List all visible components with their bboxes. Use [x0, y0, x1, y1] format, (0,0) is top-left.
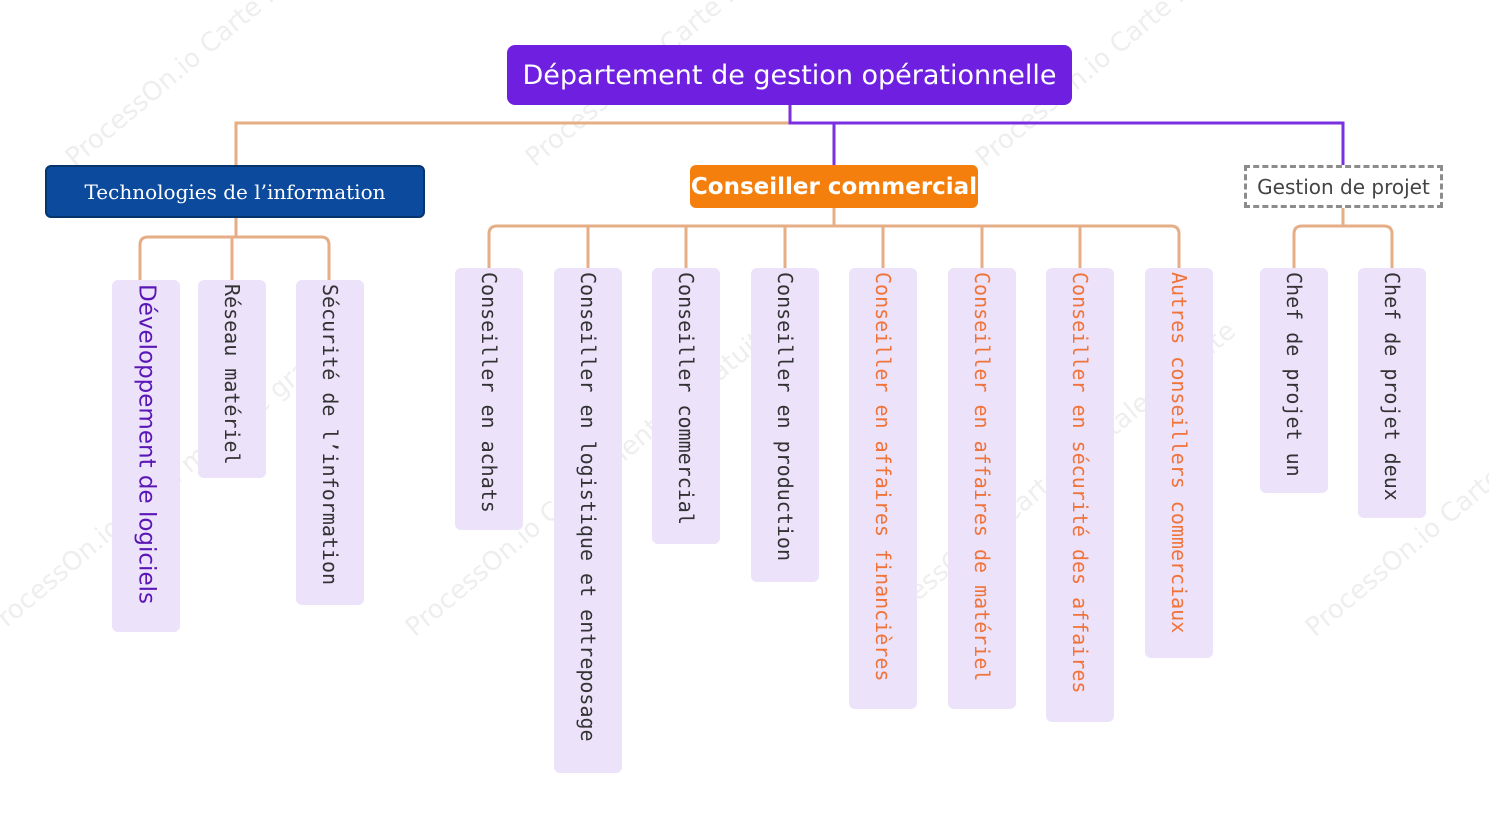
leaf-label: Chef de projet un [1282, 272, 1306, 477]
connector-root-to-it [234, 105, 792, 165]
leaf-label: Réseau matériel [220, 284, 244, 465]
leaf-developpement-logiciels[interactable]: Développement de logiciels [112, 280, 180, 632]
leaf-conseiller-affaires-financieres[interactable]: Conseiller en affaires financières [849, 268, 917, 709]
branch-it-label: Technologies de l’information [84, 179, 386, 204]
leaf-conseiller-affaires-materiel[interactable]: Conseiller en affaires de matériel [948, 268, 1016, 709]
leaf-label: Conseiller en sécurité des affaires [1068, 272, 1092, 694]
leaf-securite-information[interactable]: Sécurité de l’information [296, 280, 364, 605]
leaf-conseiller-logistique[interactable]: Conseiller en logistique et entreposage [554, 268, 622, 773]
leaf-label: Conseiller en affaires de matériel [970, 272, 994, 682]
connector-root-to-gp [788, 105, 1345, 165]
leaf-autres-conseillers[interactable]: Autres conseillers commerciaux [1145, 268, 1213, 658]
root-node[interactable]: Département de gestion opérationnelle [507, 45, 1072, 105]
connector-root-to-cc [788, 105, 836, 165]
leaf-conseiller-commercial[interactable]: Conseiller commercial [652, 268, 720, 544]
connector-cc-children [487, 208, 1181, 268]
branch-conseiller-commercial[interactable]: Conseiller commercial [690, 165, 978, 208]
root-label: Département de gestion opérationnelle [522, 59, 1057, 91]
connector-it-children [138, 218, 331, 280]
leaf-label: Conseiller en production [773, 272, 797, 561]
leaf-label: Conseiller en logistique et entreposage [576, 272, 600, 742]
leaf-label: Autres conseillers commerciaux [1167, 272, 1191, 634]
branch-gp-label: Gestion de projet [1257, 174, 1430, 199]
leaf-label: Développement de logiciels [133, 284, 160, 604]
branch-gestion-de-projet[interactable]: Gestion de projet [1244, 165, 1443, 208]
leaf-conseiller-securite-affaires[interactable]: Conseiller en sécurité des affaires [1046, 268, 1114, 722]
connector-gp-children [1292, 208, 1394, 268]
leaf-label: Conseiller commercial [674, 272, 698, 525]
leaf-label: Sécurité de l’information [318, 284, 342, 586]
leaf-label: Chef de projet deux [1380, 272, 1404, 501]
leaf-conseiller-production[interactable]: Conseiller en production [751, 268, 819, 582]
leaf-chef-projet-un[interactable]: Chef de projet un [1260, 268, 1328, 493]
branch-cc-label: Conseiller commercial [690, 173, 978, 200]
leaf-label: Conseiller en achats [477, 272, 501, 513]
leaf-label: Conseiller en affaires financières [871, 272, 895, 682]
leaf-conseiller-achats[interactable]: Conseiller en achats [455, 268, 523, 530]
leaf-chef-projet-deux[interactable]: Chef de projet deux [1358, 268, 1426, 518]
branch-it[interactable]: Technologies de l’information [45, 165, 425, 218]
leaf-reseau-materiel[interactable]: Réseau matériel [198, 280, 266, 478]
